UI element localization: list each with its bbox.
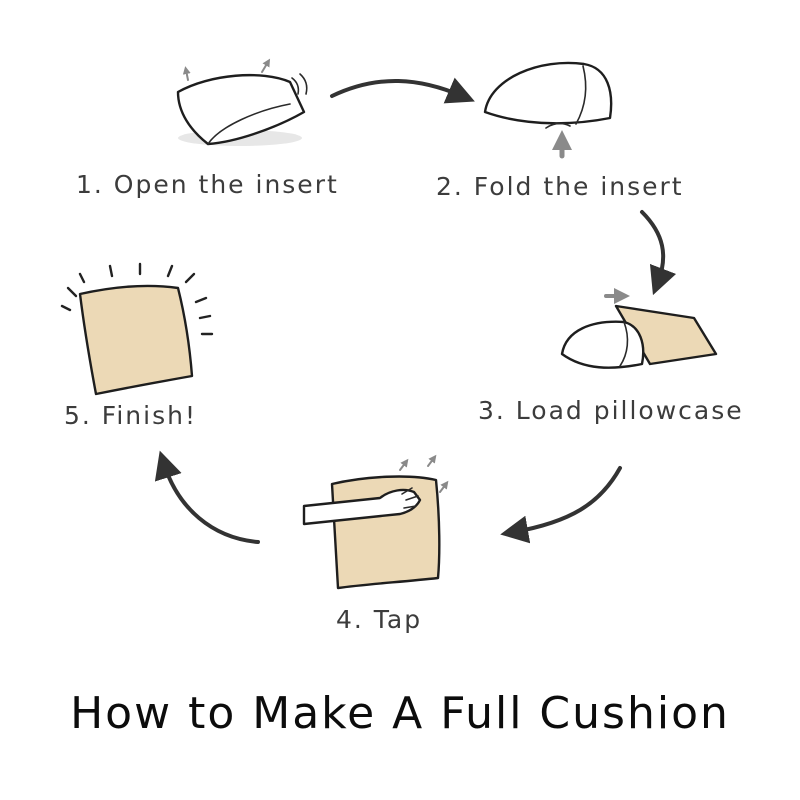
step-2-label: 2. Fold the insert [436,172,684,201]
step-5-label: 5. Finish! [64,401,197,430]
arrow-step4-to-step5 [154,450,260,544]
arrow-step1-to-step2 [330,77,475,104]
arrow-step3-to-step4 [500,466,622,544]
pillow-insert-icon [176,58,308,146]
step-4-label: 4. Tap [336,605,423,634]
flow-arrows [154,77,677,544]
load-pillowcase-icon [560,288,718,369]
step-1-label: 1. Open the insert [76,170,339,199]
step-3-label: 3. Load pillowcase [478,396,744,425]
folded-insert-icon [483,61,613,159]
tap-cushion-icon [302,454,449,590]
arrow-step2-to-step3 [640,210,677,296]
finished-cushion-icon [60,262,214,396]
page-title: How to Make A Full Cushion [70,688,730,739]
